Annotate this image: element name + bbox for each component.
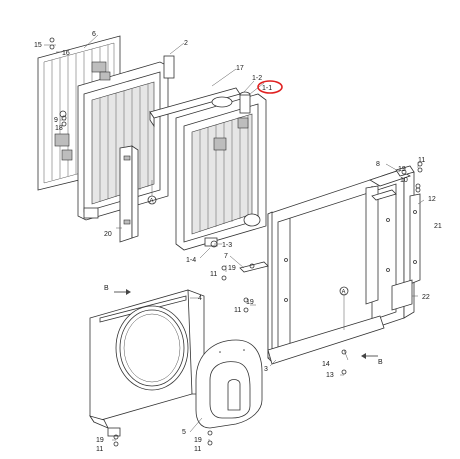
view-arrow-b-lower [361, 353, 378, 359]
view-marker-a-lower [339, 286, 349, 296]
part-bracket-20 [119, 145, 139, 243]
callout-18: 18 [55, 125, 63, 132]
frame-bolt-holes [284, 218, 390, 302]
callout-6: 6 [92, 31, 96, 38]
callout-11d: 11 [96, 446, 103, 453]
callout-11c: 11 [234, 307, 241, 314]
callout-b-upper: B [104, 285, 109, 292]
callout-1-4: 1-4 [186, 257, 196, 264]
callout-19c: 19 [246, 299, 254, 306]
callout-2: 2 [184, 40, 188, 47]
callout-1-1: 1-1 [262, 85, 272, 92]
fastener-washers [49, 37, 423, 447]
cooler-bracket [83, 207, 99, 219]
callout-11a: 11 [210, 271, 217, 278]
callout-13: 13 [326, 372, 334, 379]
callout-19b: 19 [398, 166, 406, 173]
part-top-brackets [369, 165, 415, 201]
callout-19d: 19 [96, 437, 104, 444]
radiator-dot-panel [213, 137, 227, 151]
part-guard-plate [195, 339, 263, 429]
frame-bottom-rail [267, 315, 385, 365]
callout-12: 12 [428, 196, 436, 203]
callout-8: 8 [376, 161, 380, 168]
callout-1-3: 1-3 [222, 242, 232, 249]
part-side-bracket [409, 193, 421, 285]
callout-11e: 11 [194, 446, 201, 453]
callout-9: 9 [54, 117, 58, 124]
radiator-filler-neck [211, 96, 233, 108]
callout-labels: 15 16 6 2 17 1-2 1-1 9 18 20 A 1-3 1-4 7… [34, 31, 442, 453]
screen-bolt [59, 110, 67, 118]
callout-19e: 19 [194, 437, 202, 444]
shroud-ring-inner [119, 309, 185, 387]
part-bracket-7 [239, 261, 269, 273]
part-fan-shroud [89, 289, 205, 437]
callout-7: 7 [224, 253, 228, 260]
cooler-pipe-upper [163, 55, 175, 79]
callout-4: 4 [198, 295, 202, 302]
callout-5: 5 [182, 429, 186, 436]
part-oil-cooler [77, 55, 175, 221]
callout-22: 22 [422, 294, 430, 301]
callout-15: 15 [34, 42, 42, 49]
callout-a-lower: A [342, 290, 346, 296]
callout-20: 20 [104, 231, 112, 238]
cooler-grid-patch [99, 71, 111, 81]
highlight-circle [257, 80, 283, 94]
callout-a-upper: A [150, 199, 154, 205]
part-frame [267, 169, 415, 365]
callout-21: 21 [434, 223, 442, 230]
screen-dot-clusters [54, 61, 107, 161]
callout-b-lower: B [378, 359, 383, 366]
callout-19a: 19 [228, 265, 236, 272]
leader-lines [44, 34, 425, 441]
callout-1-2: 1-2 [252, 75, 262, 82]
shroud-ring-outer [115, 305, 189, 391]
callout-17: 17 [236, 65, 244, 72]
callout-10: 10 [400, 177, 408, 184]
callout-11b: 11 [418, 157, 425, 164]
part-plate-22 [391, 279, 413, 311]
part-radiator [175, 91, 267, 251]
callout-14: 14 [322, 361, 330, 368]
view-markers [114, 195, 378, 359]
view-arrow-b-upper [114, 289, 131, 295]
callout-3: 3 [264, 366, 268, 373]
radiator-outlet [243, 213, 261, 227]
callout-16: 16 [62, 50, 70, 57]
view-marker-a-upper [147, 195, 157, 205]
